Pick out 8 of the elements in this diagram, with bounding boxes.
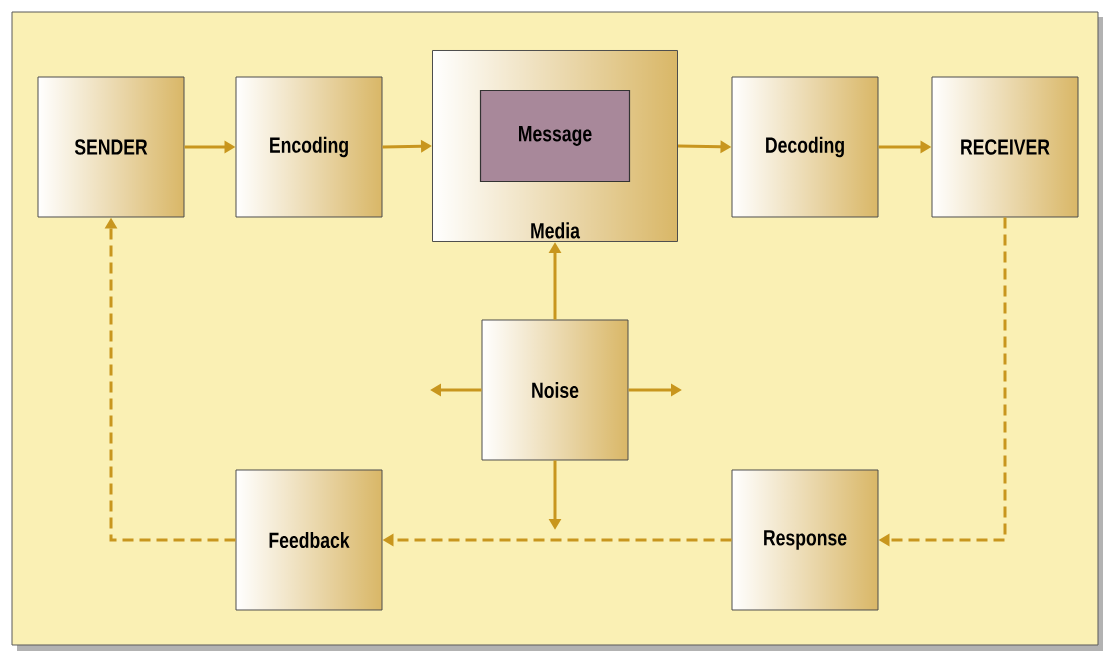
process-box: Response xyxy=(731,469,879,611)
process-box: Feedback xyxy=(235,469,383,611)
process-box: Decoding xyxy=(731,76,879,218)
message-box: Message xyxy=(479,89,631,183)
process-box: Encoding xyxy=(235,76,383,218)
process-box: Noise xyxy=(481,319,629,461)
process-box: SENDER xyxy=(37,76,185,218)
process-box: RECEIVER xyxy=(931,76,1079,218)
